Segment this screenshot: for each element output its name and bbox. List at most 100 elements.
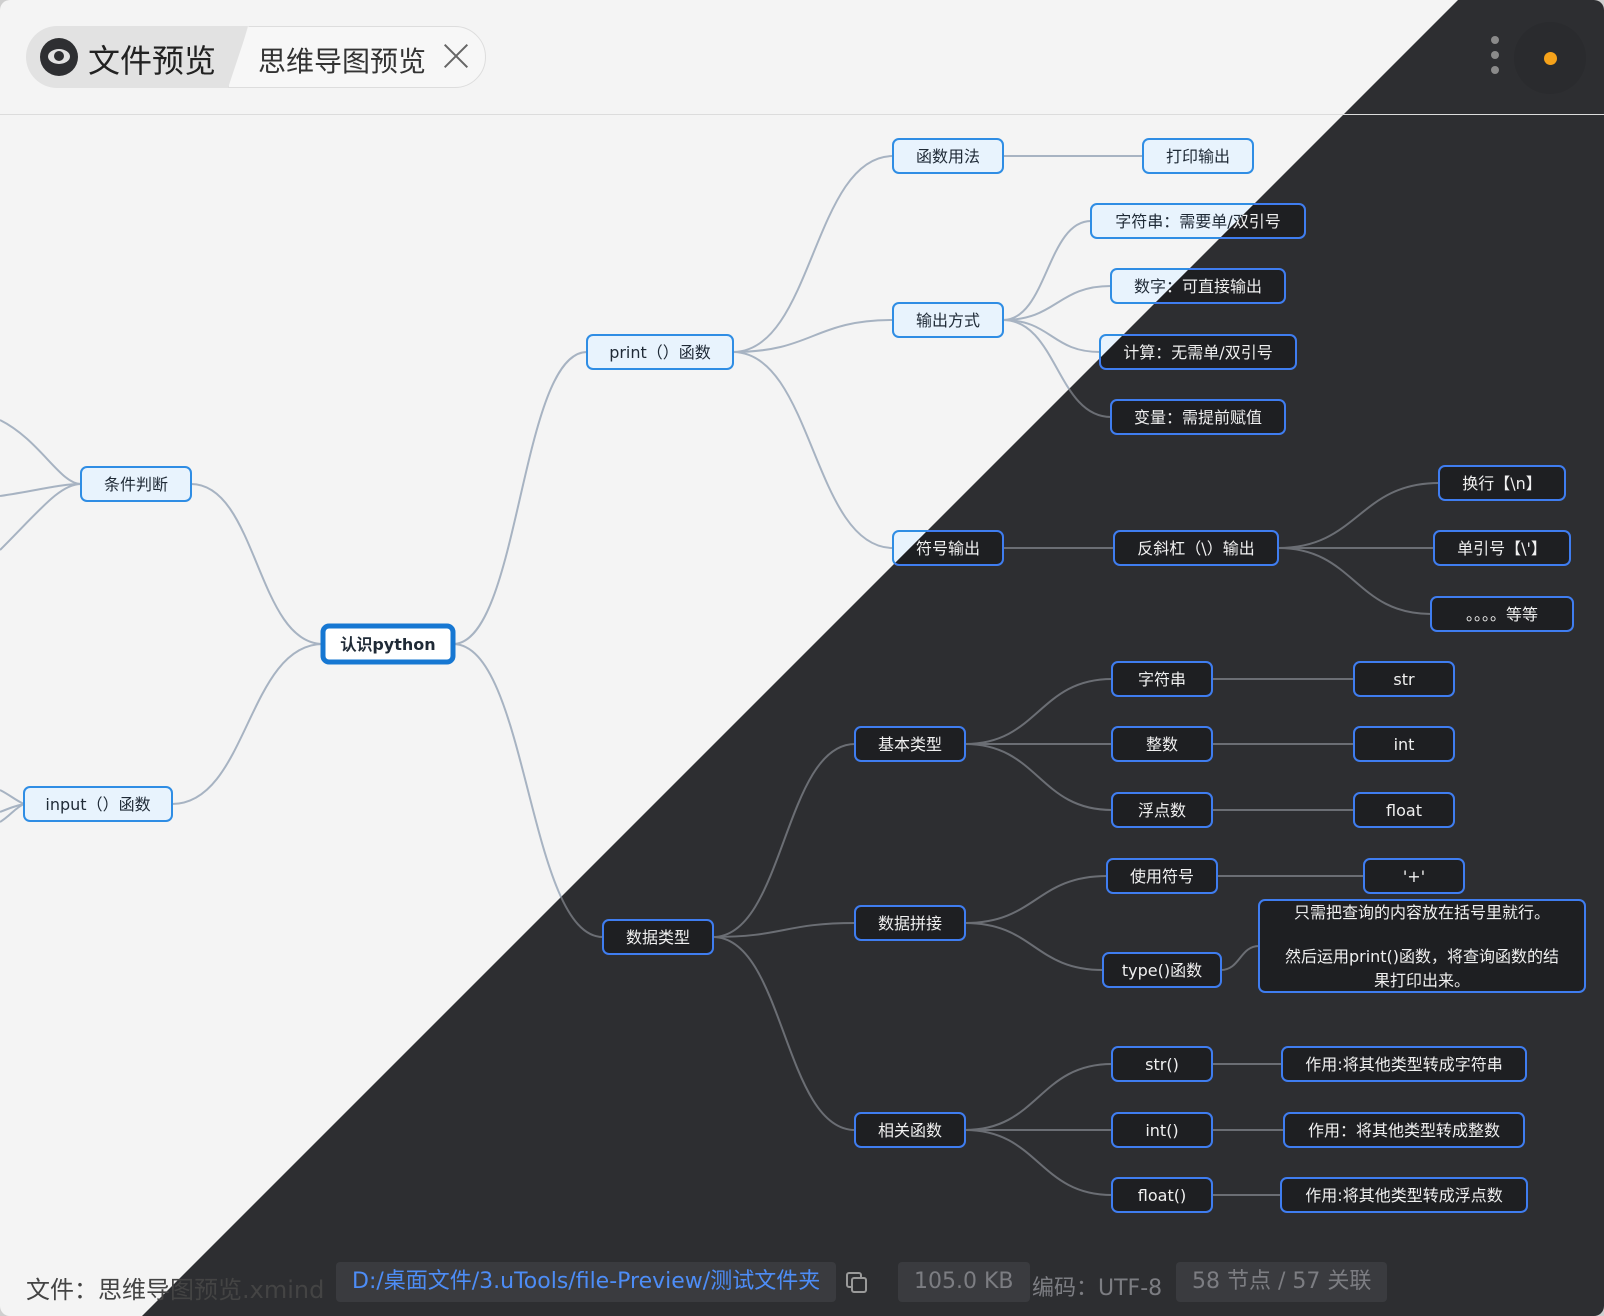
vertical-dots-icon[interactable] (1488, 36, 1502, 78)
theme-toggle-icon[interactable] (1514, 22, 1586, 94)
mindmap-node-label: 换行【\n】 (1462, 474, 1542, 493)
mindmap-node-str-desc[interactable]: 作用:将其他类型转成字符串 (1281, 1046, 1527, 1082)
status-encoding: 编码：UTF-8 (1032, 1276, 1163, 1301)
mindmap-node-label: 输出方式 (916, 311, 980, 330)
mindmap-connector (0, 483, 82, 551)
mindmap-node-shuju-pinjie[interactable]: 数据拼接 (854, 905, 966, 941)
mindmap-node-xiangguan-hanshu[interactable]: 相关函数 (854, 1112, 966, 1148)
header-divider (0, 114, 1604, 115)
mindmap-node-label: 整数 (1146, 735, 1178, 754)
mindmap-node-label: 相关函数 (878, 1121, 942, 1140)
mindmap-node-label: 计算：无需单/双引号 (1123, 343, 1272, 362)
mindmap-connector (452, 643, 604, 938)
mindmap-node-fanxiegang[interactable]: 反斜杠（\）输出 (1113, 530, 1279, 566)
status-file-size: 105.0 KB (898, 1262, 1030, 1302)
mindmap-node-label: 果打印出来。 (1374, 971, 1470, 990)
mindmap-connector (1277, 547, 1432, 615)
mindmap-connector (1002, 319, 1101, 353)
mindmap-node-huanhang[interactable]: 换行【\n】 (1438, 465, 1566, 501)
mindmap-node-print-fn[interactable]: print（）函数 (586, 334, 734, 370)
mindmap-node-label: 。。。。等等 (1466, 605, 1538, 624)
tab-bar: 文件预览 思维导图预览 (0, 0, 1604, 115)
mindmap-node-label: float() (1138, 1186, 1186, 1205)
mindmap-node-label: 字符串 (1138, 670, 1186, 689)
mindmap-node-label: int() (1145, 1121, 1178, 1140)
mindmap-node-hanshu-yongfa[interactable]: 函数用法 (892, 138, 1004, 174)
mindmap-node-label: 作用:将其他类型转成浮点数 (1305, 1186, 1502, 1205)
mindmap-node-float-fn[interactable]: float() (1111, 1177, 1213, 1213)
mindmap-connector (964, 1063, 1113, 1131)
mindmap-connector (964, 875, 1108, 924)
mindmap-node-float[interactable]: float (1353, 792, 1455, 828)
mindmap-node-int-desc[interactable]: 作用：将其他类型转成整数 (1283, 1112, 1525, 1148)
mindmap-connector (1220, 945, 1260, 971)
mindmap-node-dayin-shuchu[interactable]: 打印输出 (1142, 138, 1254, 174)
mindmap-node-dengdeng[interactable]: 。。。。等等 (1430, 596, 1574, 632)
mindmap-node-float-desc[interactable]: 作用:将其他类型转成浮点数 (1280, 1177, 1528, 1213)
mindmap-node-label: 浮点数 (1138, 801, 1186, 820)
mindmap-node-label: 打印输出 (1166, 147, 1230, 166)
status-file-name: 文件：思维导图预览.xmind (26, 1276, 325, 1304)
mindmap-connector (732, 155, 894, 353)
mindmap-node-label: 作用:将其他类型转成字符串 (1305, 1055, 1502, 1074)
mindmap-connector (964, 922, 1104, 971)
mindmap-connector (190, 483, 324, 645)
mindmap-node-int[interactable]: int (1353, 726, 1455, 762)
mindmap-node-str-fn[interactable]: str() (1111, 1046, 1213, 1082)
mindmap-connector (0, 789, 25, 805)
mindmap-node-label: 然后运用print()函数，将查询函数的结 (1285, 947, 1559, 966)
mindmap-node-label: str (1393, 670, 1415, 689)
mindmap-node-label: 符号输出 (916, 539, 980, 558)
mindmap-node-zhengshu[interactable]: 整数 (1111, 726, 1213, 762)
mindmap-node-fudianshu[interactable]: 浮点数 (1111, 792, 1213, 828)
mindmap-node-label: 使用符号 (1130, 867, 1194, 886)
status-file-path[interactable]: D:/桌面文件/3.uTools/file-Preview/测试文件夹 (336, 1262, 837, 1302)
mindmap-node-shiyong-fuhao[interactable]: 使用符号 (1106, 858, 1218, 894)
mindmap-connector (712, 936, 856, 1131)
mindmap-node-label: str() (1145, 1055, 1179, 1074)
mindmap-node-label: 反斜杠（\）输出 (1137, 539, 1254, 558)
mindmap-connector (452, 351, 588, 645)
mindmap-node-shuju-leixing[interactable]: 数据类型 (602, 919, 714, 955)
mindmap-node-jiben-leixing[interactable]: 基本类型 (854, 726, 966, 762)
mindmap-node-plus[interactable]: '+' (1363, 858, 1465, 894)
mindmap-node-input-fn[interactable]: input（）函数 (23, 786, 173, 822)
mindmap-node-type-note[interactable]: 只需把查询的内容放在括号里就行。然后运用print()函数，将查询函数的结果打印… (1258, 899, 1586, 993)
mindmap-connector (1277, 482, 1440, 549)
mindmap-node-shuchu-fangshi[interactable]: 输出方式 (892, 302, 1004, 338)
mindmap-node-int-fn[interactable]: int() (1111, 1112, 1213, 1148)
mindmap-node-label: 基本类型 (878, 735, 942, 754)
mindmap-node-root[interactable]: 认识python (320, 623, 456, 665)
mindmap-node-jisuan[interactable]: 计算：无需单/双引号 (1099, 334, 1297, 370)
mindmap-node-tiaojian[interactable]: 条件判断 (80, 466, 192, 502)
mindmap-connector (732, 351, 894, 549)
mindmap-connector (0, 803, 25, 823)
mindmap-node-label: float (1386, 801, 1422, 820)
mindmap-connector (1002, 319, 1112, 418)
mindmap-node-type-fn[interactable]: type()函数 (1102, 952, 1222, 988)
mindmap-node-zifuchuan[interactable]: 字符串 (1111, 661, 1213, 697)
mindmap-node-label: '+' (1403, 867, 1425, 886)
mindmap-connector (712, 743, 856, 938)
app-title: 文件预览 (88, 42, 217, 80)
mindmap-node-label: 认识python (340, 635, 435, 654)
copy-icon[interactable] (846, 1272, 867, 1293)
mindmap-node-danyinhao[interactable]: 单引号【\'】 (1433, 530, 1571, 566)
mindmap-node-label: input（）函数 (45, 795, 150, 814)
mindmap-node-label: 数据类型 (626, 928, 690, 947)
mindmap-node-label: int (1394, 735, 1415, 754)
mindmap-connector (732, 319, 894, 353)
mindmap-connector (712, 922, 856, 938)
tab-mindmap-label: 思维导图预览 (258, 45, 427, 78)
mindmap-node-label: 变量：需提前赋值 (1134, 408, 1262, 427)
mindmap-connector (1002, 285, 1112, 321)
mindmap-node-label: 只需把查询的内容放在括号里就行。 (1294, 903, 1550, 922)
mindmap-node-fuhao-shuchu[interactable]: 符号输出 (892, 530, 1004, 566)
mindmap-connector (1002, 220, 1092, 321)
mindmap-node-label: 条件判断 (104, 475, 168, 494)
mindmap-node-str[interactable]: str (1353, 661, 1455, 697)
mindmap-connector (171, 643, 324, 805)
mindmap-node-bianliang[interactable]: 变量：需提前赋值 (1110, 399, 1286, 435)
mindmap-connector (964, 678, 1113, 745)
